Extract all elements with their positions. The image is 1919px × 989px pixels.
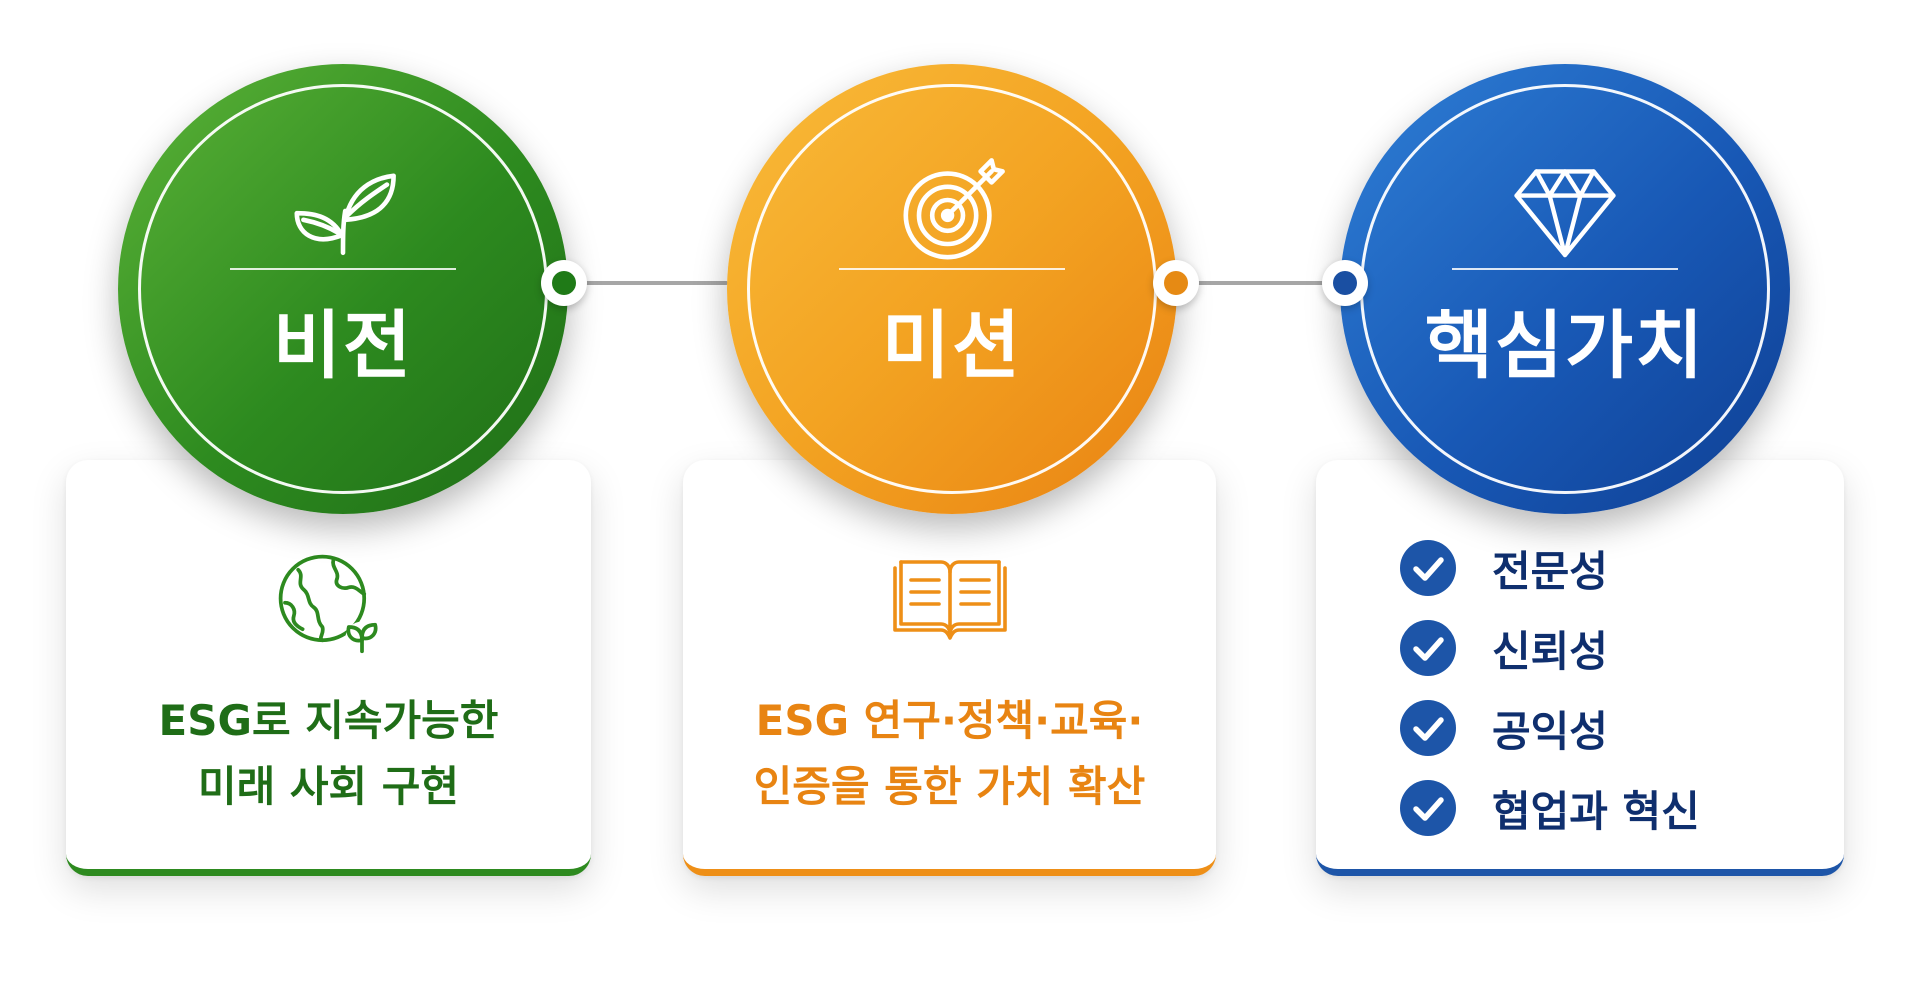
vision-circle: 비전 <box>118 64 568 514</box>
list-item: 협업과 혁신 <box>1400 768 1700 848</box>
checkmark-circle-icon <box>1400 620 1456 676</box>
mission-title: 미션 <box>881 303 1023 389</box>
mission-statement: ESG 연구·정책·교육· 인증을 통한 가치 확산 <box>683 688 1216 820</box>
open-book-icon <box>891 558 1009 644</box>
list-item: 전문성 <box>1400 528 1700 608</box>
vision-statement: ESG로 지속가능한 미래 사회 구현 <box>66 688 591 820</box>
list-item: 공익성 <box>1400 688 1700 768</box>
core-value-label: 공익성 <box>1492 706 1608 756</box>
core-value-label: 전문성 <box>1492 546 1608 596</box>
core-value-label: 신뢰성 <box>1492 626 1608 676</box>
core-values-divider <box>1452 268 1678 270</box>
core-value-label: 협업과 혁신 <box>1492 786 1700 836</box>
core-values-circle: 핵심가치 <box>1340 64 1790 514</box>
mission-line-1: ESG 연구·정책·교육· <box>755 696 1144 745</box>
checkmark-circle-icon <box>1400 700 1456 756</box>
mission-divider <box>839 268 1065 270</box>
list-item: 신뢰성 <box>1400 608 1700 688</box>
vision-title: 비전 <box>272 303 414 389</box>
mission-connector-dot <box>1153 260 1199 306</box>
core-values-connector-dot <box>1322 260 1368 306</box>
target-icon <box>897 156 1007 266</box>
globe-leaf-icon <box>274 550 384 660</box>
vision-line-2: 미래 사회 구현 <box>197 762 460 811</box>
vision-connector-dot <box>541 260 587 306</box>
mission-line-2: 인증을 통한 가치 확산 <box>753 762 1146 811</box>
vision-card: ESG로 지속가능한 미래 사회 구현 <box>66 460 591 876</box>
core-values-list: 전문성 신뢰성 공익성 협업과 혁신 <box>1400 528 1700 848</box>
checkmark-circle-icon <box>1400 540 1456 596</box>
mission-circle: 미션 <box>727 64 1177 514</box>
vision-line-1: ESG로 지속가능한 <box>158 696 499 745</box>
diamond-icon <box>1510 156 1620 266</box>
checkmark-circle-icon <box>1400 780 1456 836</box>
sprout-icon <box>288 156 398 266</box>
core-values-title: 핵심가치 <box>1424 303 1706 389</box>
connector-line-vision-mission <box>568 281 728 285</box>
vision-divider <box>230 268 456 270</box>
connector-line-mission-values <box>1177 281 1341 285</box>
mission-card: ESG 연구·정책·교육· 인증을 통한 가치 확산 <box>683 460 1216 876</box>
